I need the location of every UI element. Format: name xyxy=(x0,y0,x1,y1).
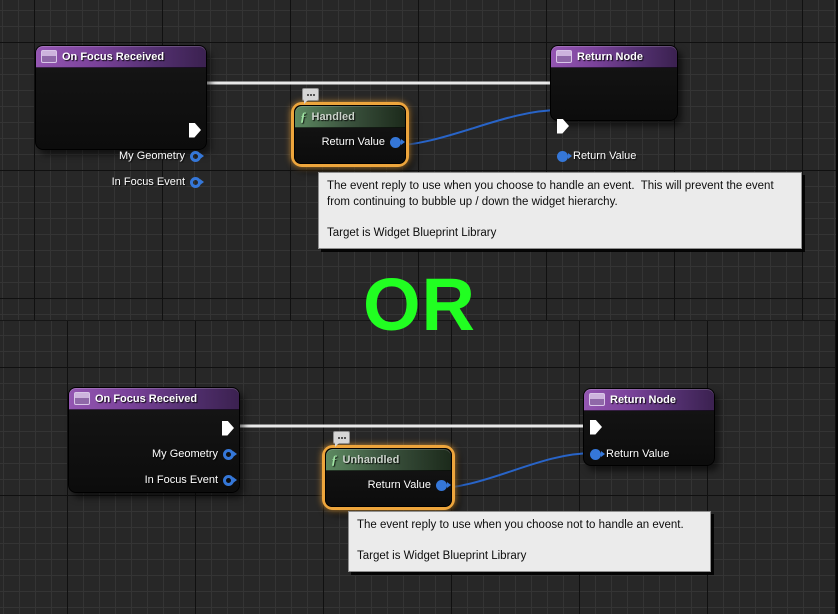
tooltip-target: Target is Widget Blueprint Library xyxy=(327,227,497,239)
function-node-header[interactable]: ƒ Unhandled xyxy=(326,449,451,471)
tooltip-description: The event reply to use when you choose t… xyxy=(327,180,777,208)
screenshot-seam xyxy=(0,320,838,321)
event-node-on-focus-received-2[interactable]: On Focus Received My Geometry In Focus E… xyxy=(68,387,240,493)
data-pin-my-geometry[interactable] xyxy=(190,150,204,162)
event-node-title: On Focus Received xyxy=(62,50,165,63)
pin-label-in-focus-event: In Focus Event xyxy=(111,176,185,188)
data-pin-return-value[interactable] xyxy=(390,136,405,148)
function-node-header[interactable]: ƒ Handled xyxy=(295,106,405,128)
function-icon: ƒ xyxy=(300,109,307,124)
exec-output-pin-row xyxy=(222,420,234,436)
return-node-header[interactable]: Return Node xyxy=(584,389,714,411)
input-pin-row: Return Value xyxy=(557,148,636,164)
pin-label-in-focus-event: In Focus Event xyxy=(144,474,218,486)
pin-label-return-value: Return Value xyxy=(573,150,637,162)
tooltip-handled: The event reply to use when you choose t… xyxy=(318,172,802,249)
pin-label-my-geometry: My Geometry xyxy=(118,150,185,162)
canvas-right-edge xyxy=(836,0,838,614)
pin-label-return-value: Return Value xyxy=(367,479,431,491)
function-node-title: Handled xyxy=(311,110,355,123)
exec-output-pin-icon[interactable] xyxy=(222,420,234,436)
function-node-title: Unhandled xyxy=(342,453,400,466)
function-node-handled-selected[interactable]: ƒ Handled Return Value xyxy=(291,102,409,167)
output-pin-row: My Geometry xyxy=(118,148,204,164)
tooltip-unhandled: The event reply to use when you choose n… xyxy=(348,511,711,572)
comment-bubble-icon[interactable] xyxy=(333,431,350,447)
event-node-header[interactable]: On Focus Received xyxy=(36,46,206,68)
event-node-header[interactable]: On Focus Received xyxy=(69,388,239,410)
tooltip-description: The event reply to use when you choose n… xyxy=(357,519,684,531)
input-pin-row: Return Value xyxy=(590,446,669,462)
function-node-unhandled[interactable]: ƒ Unhandled Return Value xyxy=(325,448,452,507)
pin-label-my-geometry: My Geometry xyxy=(151,448,218,460)
event-node-title: On Focus Received xyxy=(95,392,198,405)
function-node-handled[interactable]: ƒ Handled Return Value xyxy=(294,105,406,164)
output-pin-row: My Geometry xyxy=(151,446,237,462)
function-icon: ƒ xyxy=(331,452,338,467)
return-node[interactable]: Return Node Return Value xyxy=(550,45,678,162)
pin-label-return-value: Return Value xyxy=(321,136,385,148)
exec-output-pin-icon[interactable] xyxy=(189,122,201,138)
return-node-icon xyxy=(589,393,605,406)
tooltip-target: Target is Widget Blueprint Library xyxy=(357,550,527,562)
return-node-header[interactable]: Return Node xyxy=(551,46,677,68)
pin-label-return-value: Return Value xyxy=(606,448,670,460)
data-pin-my-geometry[interactable] xyxy=(223,448,237,460)
output-pin-row: In Focus Event xyxy=(144,472,237,488)
return-node-2[interactable]: Return Node Return Value xyxy=(583,388,715,466)
exec-input-pin-row xyxy=(557,118,569,134)
event-node-icon xyxy=(74,392,90,405)
exec-input-pin-icon[interactable] xyxy=(590,419,602,435)
exec-input-pin-row xyxy=(590,419,602,435)
data-pin-return-value-input[interactable] xyxy=(590,448,605,460)
return-node-title: Return Node xyxy=(577,50,643,63)
return-value-pin-row: Return Value xyxy=(321,134,405,150)
comment-bubble-icon[interactable] xyxy=(302,88,319,104)
data-pin-in-focus-event[interactable] xyxy=(190,176,204,188)
data-pin-in-focus-event[interactable] xyxy=(223,474,237,486)
event-node-on-focus-received[interactable]: On Focus Received My Geometry In Focus E… xyxy=(35,45,207,188)
return-value-pin-row: Return Value xyxy=(367,477,451,493)
exec-output-pin-row xyxy=(189,122,201,138)
return-node-icon xyxy=(556,50,572,63)
exec-input-pin-icon[interactable] xyxy=(557,118,569,134)
output-pin-row: In Focus Event xyxy=(111,174,204,190)
or-label: OR xyxy=(363,263,476,346)
return-node-title: Return Node xyxy=(610,393,676,406)
function-node-unhandled-selected[interactable]: ƒ Unhandled Return Value xyxy=(322,445,455,510)
event-node-icon xyxy=(41,50,57,63)
data-pin-return-value[interactable] xyxy=(436,479,451,491)
data-pin-return-value-input[interactable] xyxy=(557,150,572,162)
